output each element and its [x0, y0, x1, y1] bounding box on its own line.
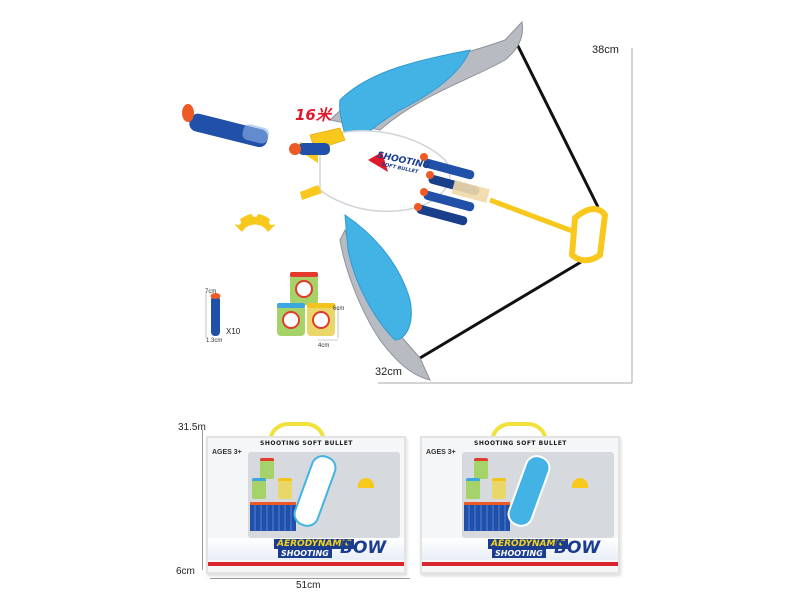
- box-width-line: [210, 578, 410, 579]
- box-top-title: SHOOTING SOFT BULLET: [260, 440, 353, 447]
- yellow-clip: [235, 213, 275, 232]
- box-top-title: SHOOTING SOFT BULLET: [474, 440, 567, 447]
- box-depth-label: 6cm: [176, 566, 195, 577]
- pull-handle: [569, 206, 608, 264]
- dart-row: [250, 502, 296, 531]
- target-width-label: 4cm: [318, 343, 330, 349]
- packaging-section: 31.5m 6cm 51cm SHOOTING SOFT BULLET AGES…: [0, 400, 800, 600]
- bow-string-bottom: [419, 260, 582, 360]
- bow-height-label: 38cm: [592, 44, 619, 56]
- dart-magazine: [414, 153, 490, 226]
- range-label: 16米: [295, 106, 331, 124]
- bow-width-label: 32cm: [375, 366, 402, 378]
- target-height-label: 6cm: [333, 306, 345, 312]
- box-height-label: 31.5m: [178, 422, 206, 433]
- dart-quantity-label: X10: [226, 327, 241, 336]
- box-ages-label: AGES 3+: [212, 449, 242, 456]
- box-width-label: 51cm: [296, 580, 321, 591]
- bow-grip-body: [319, 129, 451, 213]
- bow-illustration: 16米 SHOOTING SOFT BULLET 38cm 32cm 7cm 1…: [182, 20, 633, 384]
- box-ages-label: AGES 3+: [426, 449, 456, 456]
- box-height-line: [202, 430, 203, 570]
- pull-rod: [489, 197, 576, 235]
- bow-string-top: [512, 37, 600, 208]
- dart-length-label: 7cm: [205, 289, 217, 295]
- bow-wing-lower: [344, 214, 412, 341]
- dart-diameter-label: 1.3cm: [206, 338, 223, 344]
- flying-dart: [182, 104, 269, 148]
- single-dart: [205, 292, 221, 338]
- loaded-dart: [298, 143, 330, 155]
- target-cans: [277, 272, 339, 341]
- dart-row: [464, 502, 510, 531]
- bow-graphic: [182, 20, 633, 384]
